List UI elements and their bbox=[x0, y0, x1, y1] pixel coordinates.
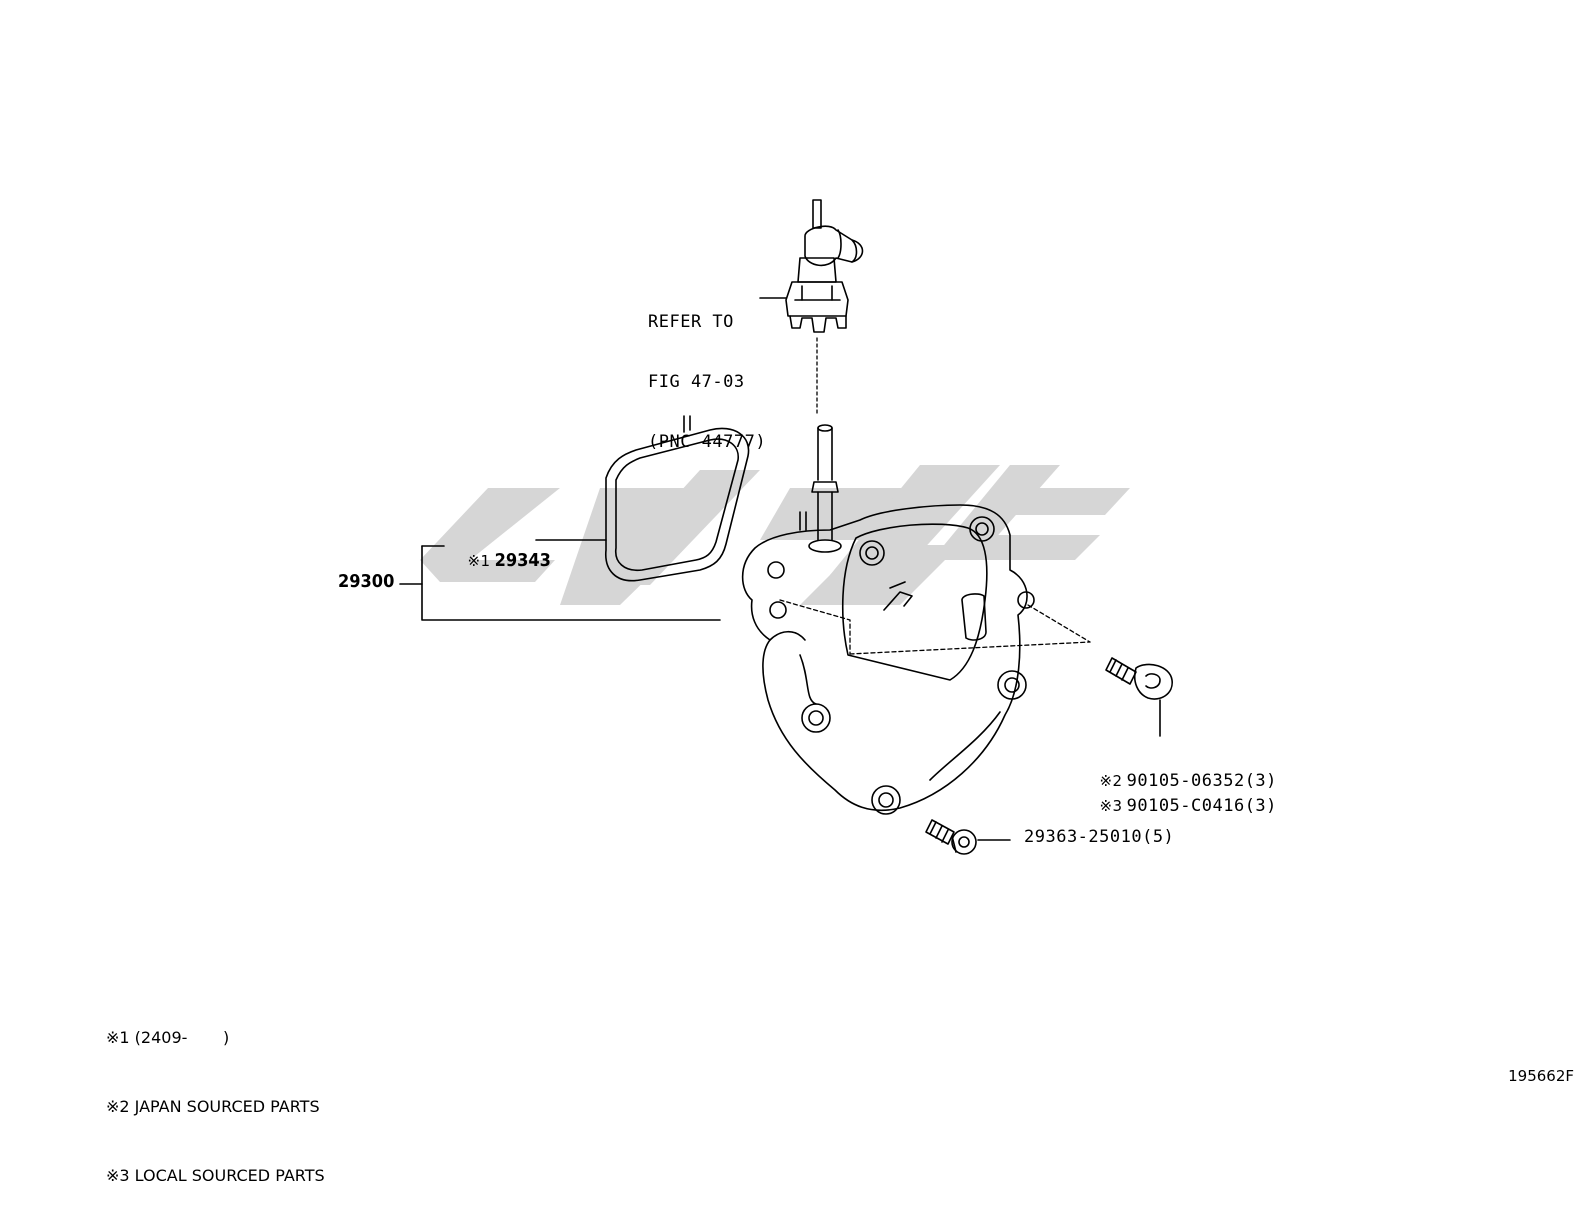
bolt-b-callout[interactable]: 29363-25010(5) bbox=[1024, 827, 1175, 847]
footnote-3: ※3 LOCAL SOURCED PARTS bbox=[106, 1166, 325, 1185]
bolt-icon bbox=[1105, 657, 1173, 700]
bolt-a-mark-2: ※3 bbox=[1099, 797, 1123, 815]
watermark-logo bbox=[420, 465, 1130, 605]
parts-diagram bbox=[399, 199, 1173, 855]
assembly-callout[interactable]: 29300 bbox=[338, 571, 395, 592]
vacuum-sensor-icon bbox=[785, 199, 864, 333]
footnotes: ※1 (2409- ) ※2 JAPAN SOURCED PARTS ※3 LO… bbox=[106, 980, 325, 1210]
refer-line-2: FIG 47-03 bbox=[648, 372, 745, 392]
bolt-a-part-1: 90105-06352(3) bbox=[1126, 771, 1277, 791]
refer-label: REFER TO FIG 47-03 (PNC 44777) bbox=[648, 272, 766, 472]
bolt-icon bbox=[925, 819, 977, 855]
vacuum-pump-icon bbox=[741, 424, 1035, 815]
bolt-a-part-2: 90105-C0416(3) bbox=[1126, 796, 1277, 816]
gasket-icon bbox=[605, 415, 750, 582]
footnote-1: ※1 (2409- ) bbox=[106, 1028, 230, 1047]
footnote-2: ※2 JAPAN SOURCED PARTS bbox=[106, 1097, 320, 1116]
refer-line-1: REFER TO bbox=[648, 312, 734, 332]
bolt-a-mark-1: ※2 bbox=[1099, 772, 1123, 790]
gasket-mark: ※1 bbox=[467, 552, 491, 570]
gasket-part-number: 29343 bbox=[494, 550, 551, 571]
refer-line-3: (PNC 44777) bbox=[648, 432, 767, 452]
figure-id: 195662F bbox=[1508, 1067, 1574, 1085]
